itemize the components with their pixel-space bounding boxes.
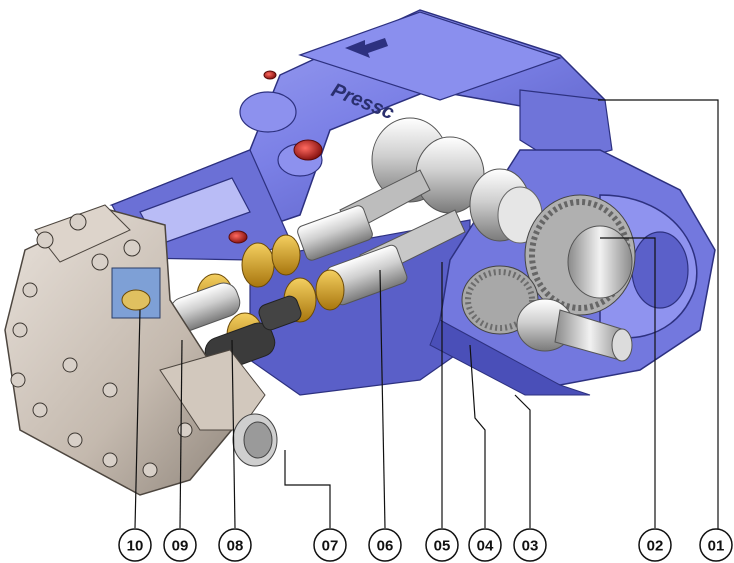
callout-label: 07 xyxy=(322,538,339,555)
red-drain-plug xyxy=(228,70,323,244)
callout-label: 08 xyxy=(227,538,244,555)
callout-07: 07 xyxy=(313,528,347,562)
callout-08: 08 xyxy=(218,528,252,562)
callout-label: 03 xyxy=(522,538,539,555)
manifold-bolts xyxy=(10,213,193,478)
outlet-port xyxy=(232,413,278,467)
leader-lines xyxy=(134,99,719,530)
callout-04: 04 xyxy=(468,528,502,562)
callout-02: 02 xyxy=(638,528,672,562)
callout-label: 02 xyxy=(647,538,664,555)
callout-label: 10 xyxy=(127,538,144,555)
gear-large xyxy=(524,194,636,316)
callout-label: 04 xyxy=(477,538,494,555)
callout-10: 10 xyxy=(118,528,152,562)
callout-03: 03 xyxy=(513,528,547,562)
callout-09: 09 xyxy=(163,528,197,562)
callout-label: 01 xyxy=(708,538,725,555)
callout-label: 06 xyxy=(377,538,394,555)
input-shaft xyxy=(516,298,633,362)
callout-01: 01 xyxy=(699,528,733,562)
callout-06: 06 xyxy=(368,528,402,562)
callout-label: 09 xyxy=(172,538,189,555)
callout-label: 05 xyxy=(434,538,451,555)
valve-cutaway xyxy=(111,267,161,319)
callout-05: 05 xyxy=(425,528,459,562)
